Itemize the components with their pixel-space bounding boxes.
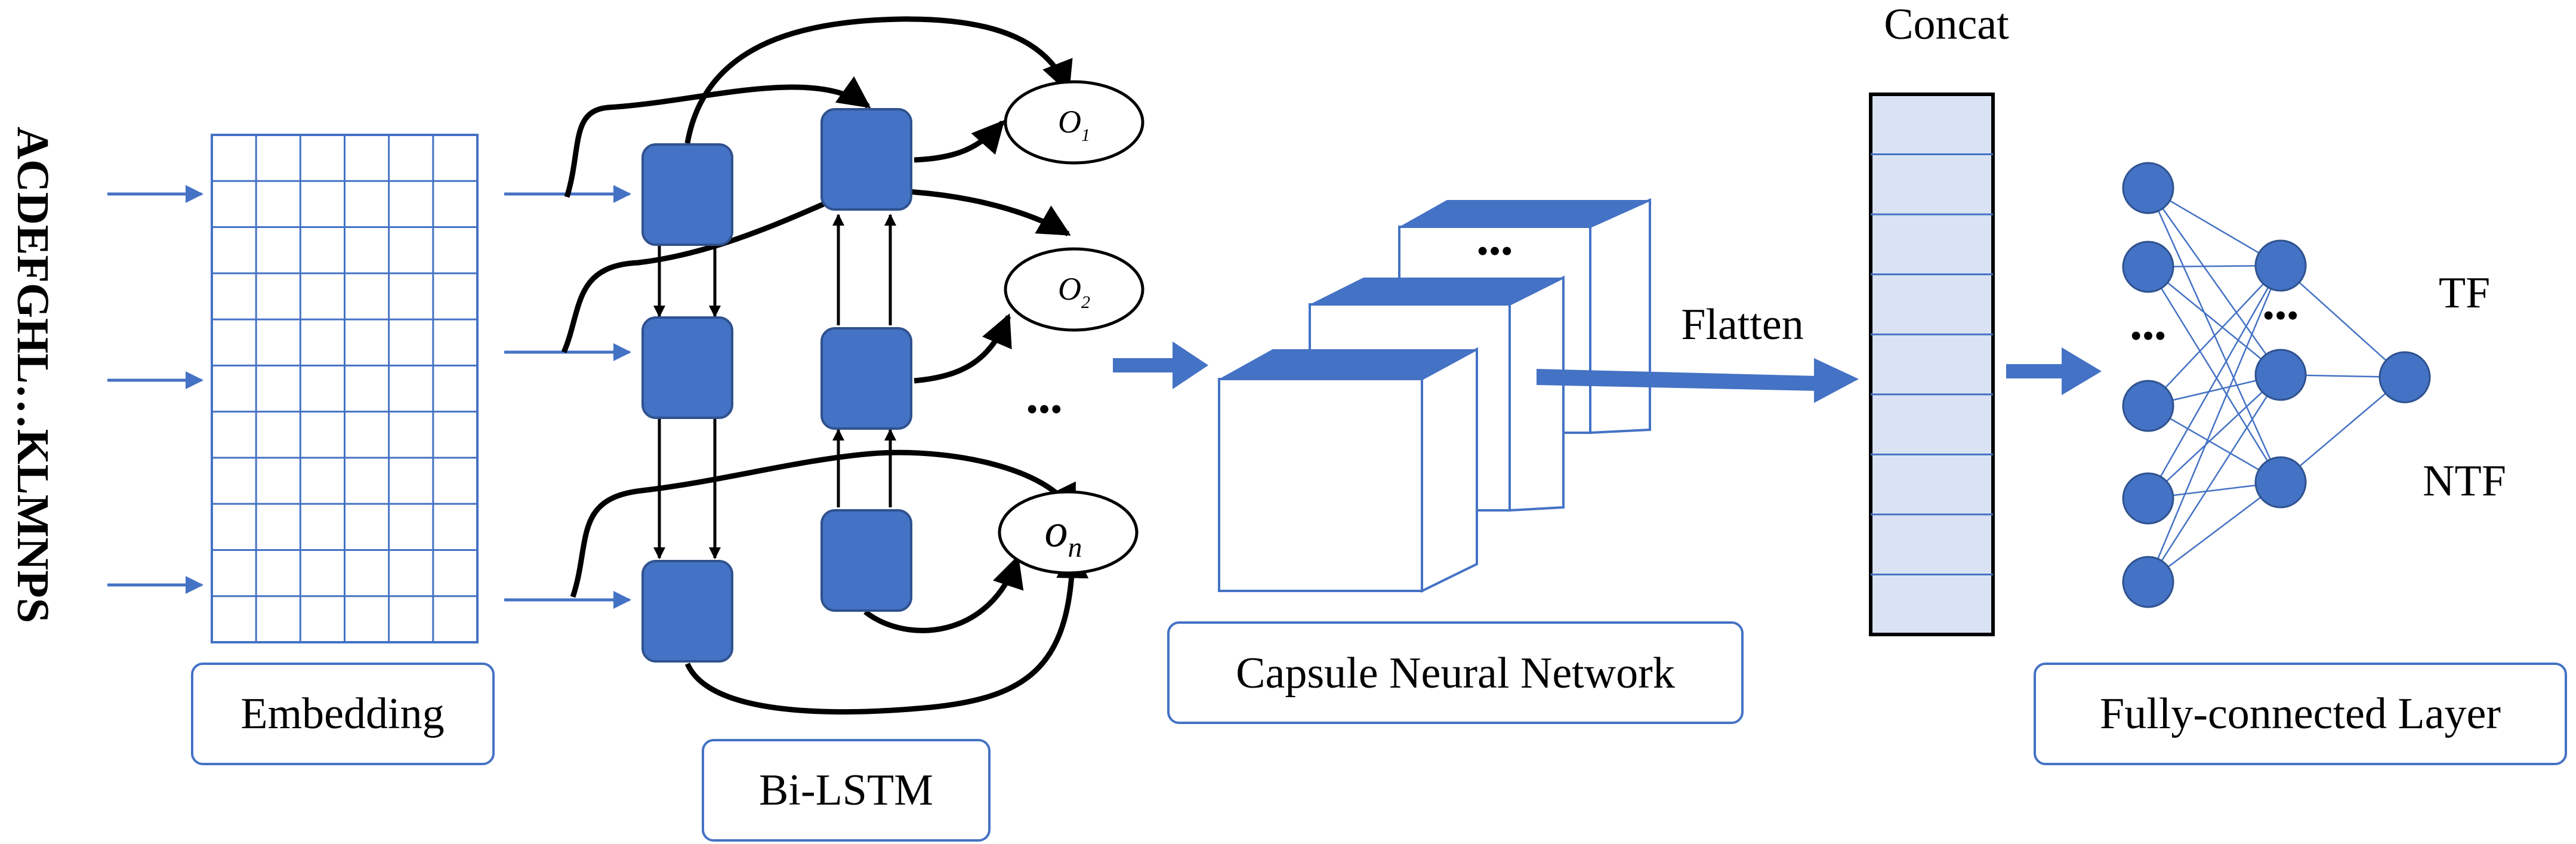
concat-label: Concat	[1884, 0, 2009, 49]
concat-to-fc-arrow	[2006, 347, 2102, 395]
fc-label: Fully-connected Layer	[2100, 689, 2501, 738]
fc-input-node	[2122, 472, 2174, 525]
concat-vector	[1869, 93, 1995, 636]
capsule-label: Capsule Neural Network	[1236, 649, 1675, 698]
embedding-grid	[211, 134, 479, 643]
flatten-arrow	[1537, 358, 1859, 403]
output-on-sub: n	[1068, 532, 1082, 563]
bilstm-cell-forward-3	[641, 560, 733, 663]
output-on-base: o	[1045, 504, 1068, 556]
embedding-to-bilstm-arrows	[504, 185, 631, 609]
output-o2-base: O	[1058, 271, 1081, 307]
fc-box	[2034, 663, 2567, 765]
output-o1	[1004, 80, 1144, 165]
bilstm-cell-forward-2	[641, 316, 733, 419]
bilstm-output-ellipsis: •••	[1026, 390, 1063, 429]
svg-text:on: on	[1045, 504, 1082, 563]
output-o2-sub: 2	[1081, 292, 1090, 312]
bilstm-block: O1 O2 ••• on	[561, 16, 1144, 714]
bilstm-cell-forward-1	[641, 143, 733, 246]
output-ntf-label: NTF	[2423, 457, 2506, 506]
embedding-label: Embedding	[240, 689, 444, 738]
flatten-label: Flatten	[1681, 300, 1804, 349]
fc-hidden-node	[2254, 456, 2307, 509]
bilstm-cell-backward-1	[820, 108, 912, 211]
fc-input-node	[2122, 556, 2174, 608]
svg-text:O1: O1	[1058, 104, 1090, 145]
capsule-ellipsis: •••	[1477, 232, 1513, 270]
fc-hidden-ellipsis: •••	[2263, 296, 2299, 335]
capsule-box	[1167, 621, 1744, 724]
input-sequence-label: ACDEFGHL…KLMNPS	[8, 127, 58, 623]
input-arrows	[107, 185, 203, 594]
bilstm-label: Bi-LSTM	[759, 766, 933, 815]
fc-input-node	[2122, 162, 2174, 214]
embedding-box	[191, 663, 495, 765]
fc-input-node	[2122, 380, 2174, 432]
bilstm-cell-backward-3	[820, 509, 912, 612]
fc-hidden-node	[2254, 349, 2307, 401]
bilstm-box	[702, 739, 991, 842]
fc-input-node	[2122, 241, 2174, 293]
output-o2	[1004, 247, 1144, 332]
output-o1-sub: 1	[1081, 125, 1090, 145]
svg-text:O2: O2	[1058, 271, 1090, 312]
fc-input-ellipsis: •••	[2130, 316, 2167, 355]
capsule-cubes: •••	[1218, 198, 1651, 593]
capsule-cube-front	[1218, 347, 1478, 593]
output-o1-base: O	[1058, 104, 1081, 140]
fully-connected-network	[2122, 162, 2431, 608]
output-on	[998, 490, 1139, 575]
bilstm-cell-backward-2	[820, 327, 912, 430]
fc-output-node	[2378, 351, 2431, 403]
output-tf-label: TF	[2439, 269, 2490, 318]
bilstm-to-capsule-arrow	[1113, 341, 1208, 389]
fc-hidden-node	[2254, 239, 2307, 292]
